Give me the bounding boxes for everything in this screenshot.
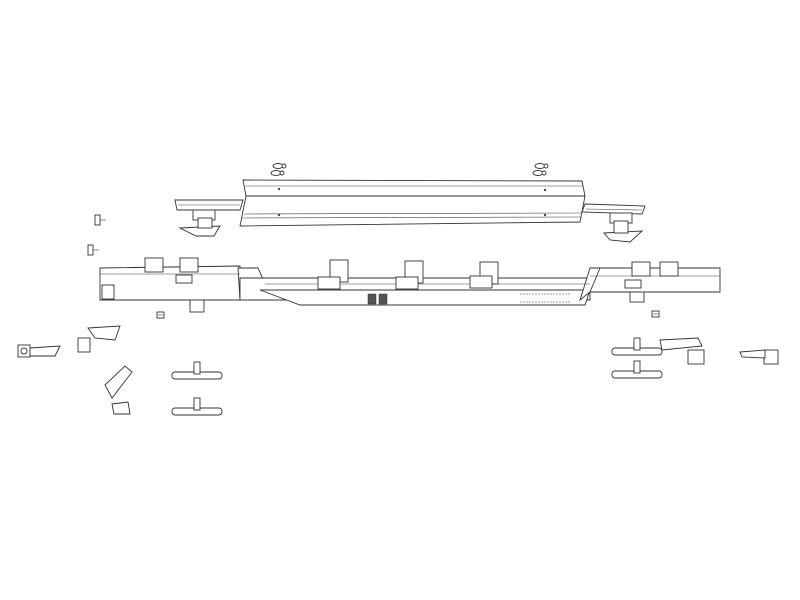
chassis-weight xyxy=(174,179,646,227)
brake-part-left xyxy=(104,365,133,415)
coupler-right xyxy=(739,349,779,365)
coupler-arm-right xyxy=(659,337,705,365)
coupler-left xyxy=(17,344,61,358)
coupler-arm-left xyxy=(77,325,121,353)
bolster-left xyxy=(178,209,221,237)
spring-left xyxy=(156,311,165,319)
truck-frame-3 xyxy=(611,337,663,356)
spring-right xyxy=(651,310,660,318)
screw-pair-left xyxy=(270,163,287,176)
bolster-right xyxy=(603,212,644,243)
truck-frame-2 xyxy=(171,397,223,416)
truck-frame-1 xyxy=(171,361,223,380)
screw-pair-right xyxy=(532,163,549,176)
truck-frame-4 xyxy=(611,360,663,379)
pin-upper xyxy=(94,214,106,226)
pin-lower xyxy=(87,244,99,256)
main-frame xyxy=(99,257,721,313)
